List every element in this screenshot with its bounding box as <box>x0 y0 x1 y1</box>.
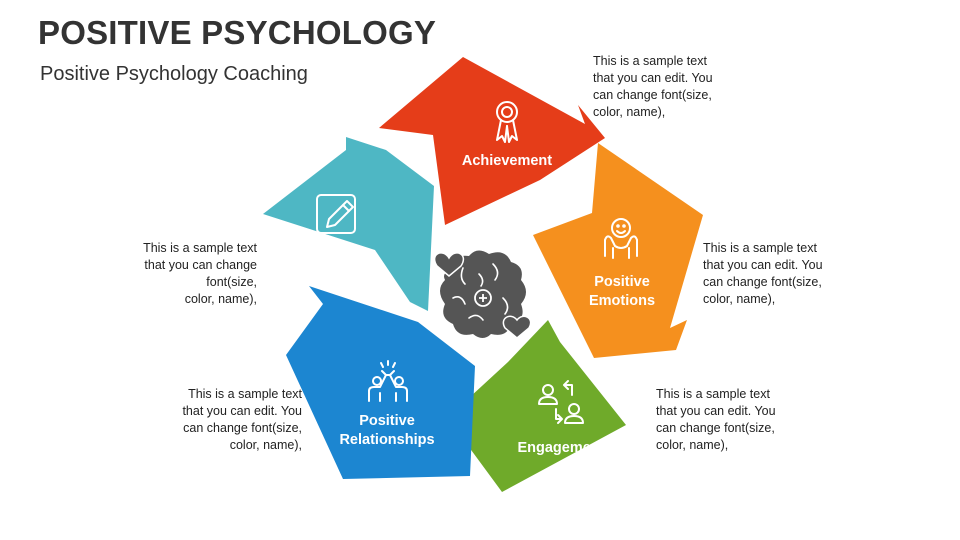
brain-heart-icon <box>433 250 532 339</box>
description-achievement: This is a sample text that you can edit.… <box>593 54 713 119</box>
page-title: POSITIVE PSYCHOLOGY <box>38 14 437 51</box>
happy-person-icon <box>604 218 638 259</box>
segment-label-achievement: Achievement <box>462 153 552 169</box>
segment-achievement[interactable] <box>379 57 605 225</box>
award-ribbon-icon <box>496 101 518 143</box>
description-meaning: This is a sample text that you can chang… <box>143 241 257 306</box>
description-engagement: This is a sample text that you can edit.… <box>656 387 776 452</box>
edit-note-icon <box>316 194 356 234</box>
segment-label-engagement: Engagement <box>517 440 604 456</box>
page-subtitle: Positive Psychology Coaching <box>40 63 308 85</box>
high-five-icon <box>368 360 408 402</box>
segment-meaning[interactable] <box>263 137 434 311</box>
segment-engagement[interactable] <box>437 320 626 492</box>
description-positive-relationships: This is a sample text that you can edit.… <box>182 387 302 452</box>
segment-label-positive-emotions-line1: Positive <box>594 274 650 290</box>
segment-label-positive-relationships-line1: Positive <box>359 413 415 429</box>
segment-positive-emotions[interactable] <box>533 143 703 358</box>
segment-label-positive-emotions-line2: Emotions <box>589 293 655 309</box>
people-exchange-icon <box>538 380 584 424</box>
segment-label-positive-relationships-line2: Relationships <box>339 432 434 448</box>
segment-label-meaning: Meaning <box>307 250 366 266</box>
description-positive-emotions: This is a sample text that you can edit.… <box>703 241 823 306</box>
